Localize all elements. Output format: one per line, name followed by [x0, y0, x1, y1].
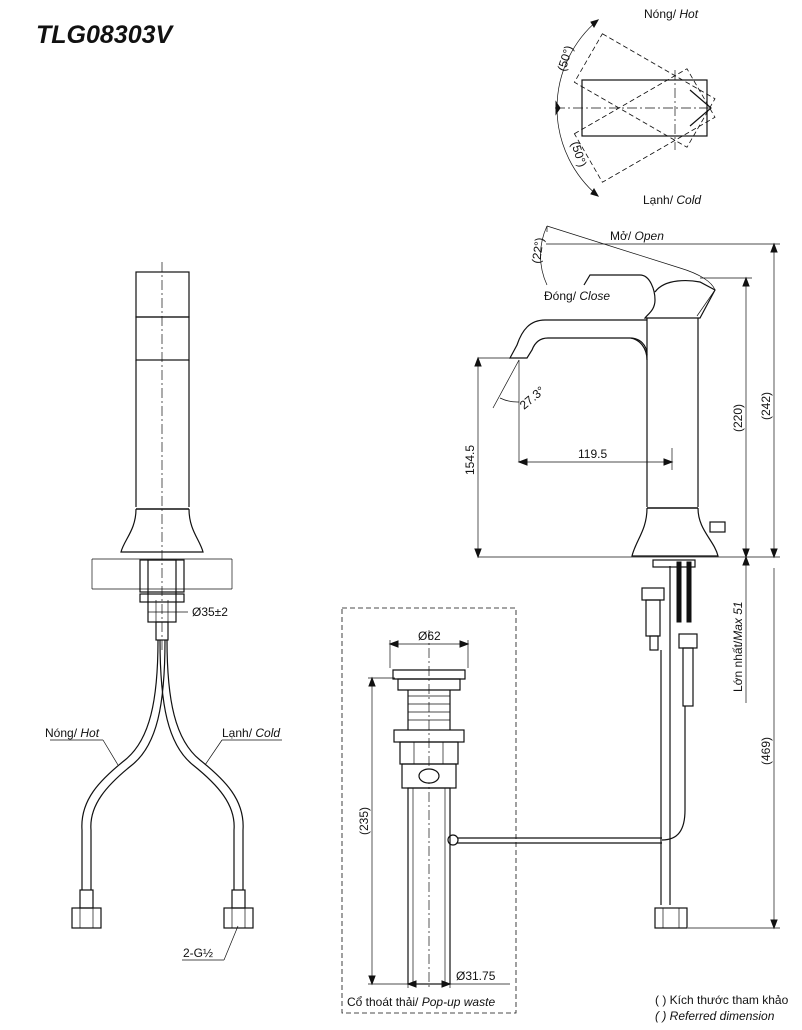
top-view-rotation: (50°) (50°) Nóng/ Hot Lạnh/ Cold: [555, 7, 716, 207]
model-title: TLG08303V: [36, 21, 175, 49]
dim-spout-height: 154.5: [463, 445, 477, 475]
front-view: Ø35±2 Nóng/ Hot Lạnh/ Cold 2-G½: [45, 262, 282, 961]
dim-waste-top: Ø62: [418, 629, 441, 643]
dim-height-220: (220): [731, 404, 745, 432]
label-cold-pipe: Lạnh/ Cold: [222, 726, 280, 740]
label-hot-top: Nóng/ Hot: [644, 7, 699, 21]
dim-waste-pipe: Ø31.75: [456, 969, 496, 983]
label-hot-pipe: Nóng/ Hot: [45, 726, 100, 740]
dim-spout-angle: 27.3°: [517, 383, 548, 412]
dim-waste-length: (235): [357, 807, 371, 835]
dim-max-51: Lớn nhất/Max 51: [731, 601, 745, 692]
dim-hose-length: (469): [759, 737, 773, 765]
legend-line-en: ( ) Referred dimension: [655, 1009, 775, 1023]
label-popup-waste: Cổ thoát thải/ Pop-up waste: [347, 995, 495, 1009]
label-thread: 2-G½: [183, 946, 213, 960]
label-cold-top: Lạnh/ Cold: [643, 193, 701, 207]
side-view: 154.5 27.3° 119.5 (22°) Mở/ Open Đóng/ C…: [447, 225, 780, 930]
dim-height-242: (242): [759, 392, 773, 420]
dim-spout-reach: 119.5: [578, 447, 607, 461]
angle-cold: (50°): [568, 140, 589, 169]
label-open: Mở/ Open: [610, 229, 664, 243]
dim-hole-diameter: Ø35±2: [192, 605, 228, 619]
label-close: Đóng/ Close: [544, 289, 610, 303]
legend: ( ) Kích thước tham khảo ( ) Referred di…: [655, 993, 789, 1023]
popup-waste: Ø62 (235) Ø31.75 Cổ thoát thải/ Pop-up w…: [341, 607, 517, 1014]
angle-hot: (50°): [555, 44, 576, 73]
legend-line-vi: ( ) Kích thước tham khảo: [655, 993, 789, 1007]
dim-lever-angle: (22°): [529, 237, 547, 265]
